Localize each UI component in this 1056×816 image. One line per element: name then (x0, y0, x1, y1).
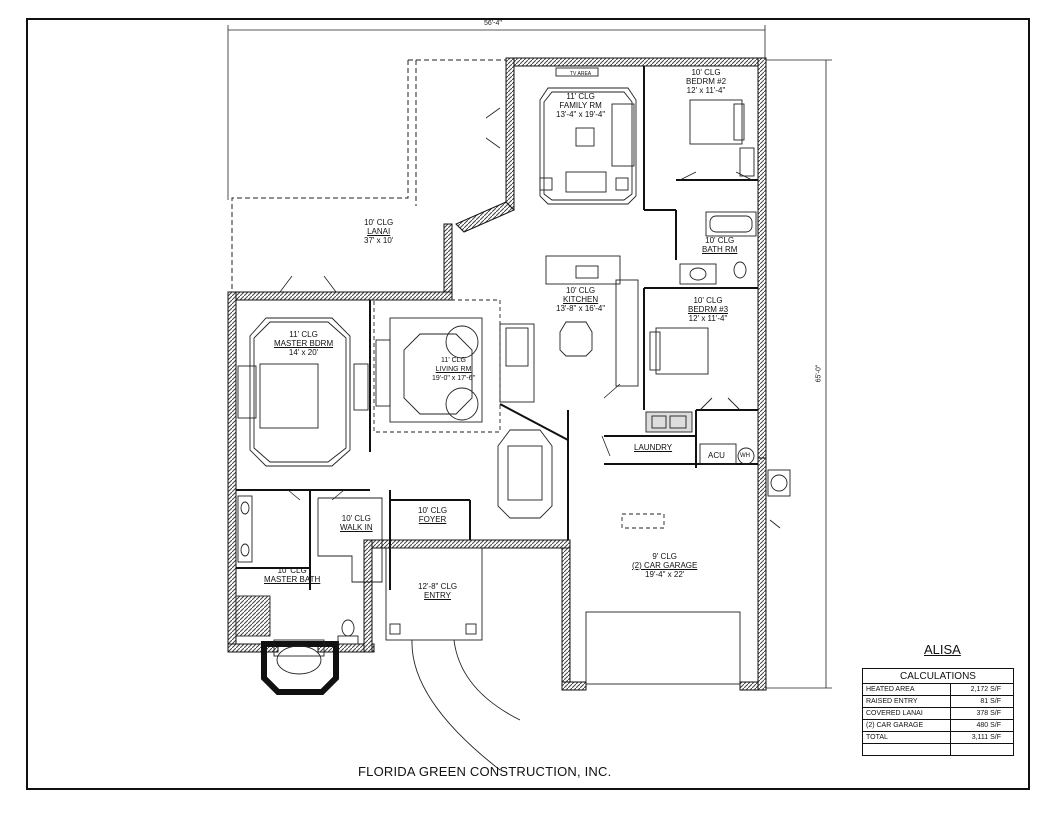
bedroom-3-label: 10' CLG BEDRM #3 12' x 11'-4" (688, 296, 729, 323)
lanai-outline (231, 59, 508, 294)
plan-name: ALISA (924, 642, 961, 657)
master-bath-label: 10' CLG MASTER BATH (264, 566, 321, 584)
company-name: FLORIDA GREEN CONSTRUCTION, INC. (358, 764, 612, 779)
acu-label: ACU (708, 451, 725, 460)
master-bath-fixtures (235, 495, 359, 675)
walk-in-label: 10' CLG WALK IN (340, 514, 373, 532)
kitchen-label: 10' CLG KITCHEN 13'-8" x 16'-4" (556, 286, 606, 313)
table-row (862, 743, 1015, 756)
dining-table (497, 429, 553, 519)
laundry-appliances (645, 411, 693, 433)
wh-label: WH (740, 453, 750, 459)
bathroom-fixtures (679, 211, 757, 285)
master-bedroom-label: 11' CLG MASTER BDRM 14' x 20' (274, 330, 334, 357)
family-room-furniture (539, 67, 637, 205)
garage-door (585, 513, 781, 685)
family-room-label: 11' CLG FAMILY RM 13'-4" x 19'-4" (556, 92, 606, 119)
exterior-walls (227, 57, 767, 695)
acu-wh-units (699, 443, 791, 497)
living-room-furniture (373, 299, 501, 433)
entry-porch (385, 547, 521, 771)
drawing-border (26, 18, 1030, 790)
bedroom-2-label: 10' CLG BEDRM #2 12' x 11'-4" (686, 68, 727, 95)
walk-in-closet (317, 497, 383, 583)
laundry-label: LAUNDRY (634, 443, 673, 452)
foyer-label: 10' CLG FOYER (418, 506, 448, 524)
depth-dimension-line (765, 59, 832, 689)
kitchen-fixtures (499, 255, 639, 403)
calculations-title: CALCULATIONS (862, 668, 1014, 684)
doors (279, 107, 621, 501)
interior-walls (236, 66, 758, 590)
width-dimension-line (227, 25, 766, 200)
width-dimension: 56'-4" (484, 20, 502, 27)
entry-label: 12'-8" CLG ENTRY (418, 582, 458, 600)
tv-area-label: TV AREA (570, 71, 592, 77)
master-bedroom-furniture (237, 317, 369, 467)
depth-dimension: 65'-0" (815, 364, 823, 383)
garage-label: 9' CLG (2) CAR GARAGE 19'-4" x 22' (632, 552, 698, 579)
living-room-label: 11' CLG LIVING RM 19'-0" x 17'-6" (432, 357, 476, 382)
bedroom-2-furniture (679, 99, 755, 181)
bedroom-3-furniture (649, 327, 741, 411)
bath-room-label: 10' CLG BATH RM (702, 236, 738, 254)
lanai-label: 10' CLG LANAI 37' x 10' (364, 218, 394, 245)
